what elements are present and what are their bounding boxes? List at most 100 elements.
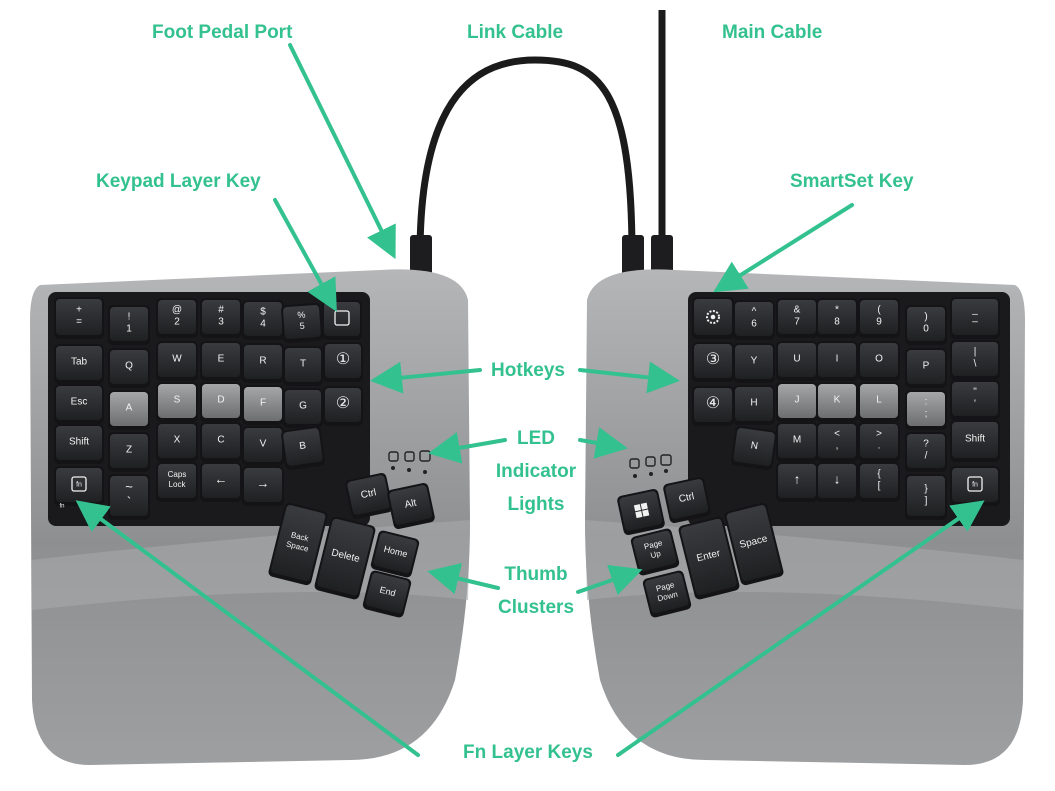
key-c-label: C: [217, 435, 224, 446]
key-shift-right[interactable]: Shift: [950, 420, 1000, 462]
key-ctrl-left[interactable]: Ctrl: [344, 472, 393, 520]
key-ctrl-right[interactable]: Ctrl: [662, 476, 711, 524]
hotkey-1[interactable]: ①: [323, 342, 363, 382]
key-3[interactable]: #3: [200, 298, 242, 338]
fn-layer-key-right[interactable]: [950, 466, 1000, 506]
key-j[interactable]: J: [776, 382, 818, 422]
thumb-arrow-left: [427, 562, 500, 595]
key-slash[interactable]: ?/: [905, 432, 947, 472]
key-plus-equals[interactable]: +=: [54, 297, 104, 339]
key-tab[interactable]: Tab: [54, 344, 104, 384]
key-v[interactable]: V: [242, 426, 284, 466]
key-b-label: B: [299, 440, 307, 452]
key-1[interactable]: !1: [108, 305, 150, 345]
key-3-label: 3: [218, 317, 224, 328]
fn-key-icon: fn: [71, 476, 87, 492]
key-comma-label: <: [834, 429, 840, 440]
key-o[interactable]: O: [858, 341, 900, 381]
key-2[interactable]: @2: [156, 298, 198, 338]
callout-smartset-key: SmartSet Key: [790, 171, 914, 192]
right-led-lights: [629, 454, 672, 478]
hotkey-3[interactable]: ③: [692, 342, 734, 382]
key-esc[interactable]: Esc: [54, 384, 104, 424]
key-minus[interactable]: _–: [950, 297, 1000, 339]
key-u[interactable]: U: [776, 341, 818, 381]
key-8[interactable]: *8: [816, 298, 858, 338]
key-home[interactable]: Home: [370, 530, 420, 579]
key-enter[interactable]: Enter: [677, 516, 740, 601]
key-z[interactable]: Z: [108, 432, 150, 472]
hotkey-2[interactable]: ②: [323, 386, 363, 426]
key-d[interactable]: D: [200, 382, 242, 422]
key-6[interactable]: ^6: [733, 300, 775, 340]
key-right-bracket[interactable]: }]: [905, 474, 947, 520]
hotkey-4[interactable]: ④: [692, 386, 734, 426]
key-backslash[interactable]: |\: [950, 340, 1000, 380]
key-w[interactable]: W: [156, 341, 198, 381]
key-bracket-label: {: [877, 469, 881, 480]
key-x[interactable]: X: [156, 422, 198, 462]
key-0[interactable]: )0: [905, 305, 947, 345]
key-semicolon[interactable]: :;: [905, 390, 947, 430]
key-t[interactable]: T: [283, 346, 323, 386]
key-caps-lock-label: Caps: [168, 470, 187, 479]
key-r[interactable]: R: [242, 343, 284, 383]
fn-layer-key-left[interactable]: [54, 466, 104, 506]
key-m[interactable]: M: [776, 422, 818, 462]
key-p-label: P: [923, 361, 930, 372]
key-left-arrow[interactable]: ←: [200, 462, 242, 502]
key-5[interactable]: %5: [281, 302, 324, 344]
key-quote[interactable]: "': [950, 380, 1000, 420]
key-2-label: 2: [174, 317, 180, 328]
key-l-label: L: [876, 395, 882, 406]
key-plus-equals-label: =: [76, 317, 82, 328]
key-space[interactable]: Space: [723, 502, 784, 586]
key-period[interactable]: >.: [858, 422, 900, 462]
key-right-bracket-label: ]: [925, 496, 928, 507]
key-q[interactable]: Q: [108, 348, 150, 388]
key-k[interactable]: K: [816, 382, 858, 422]
callout-main-cable: Main Cable: [722, 22, 823, 43]
key-c[interactable]: C: [200, 422, 242, 462]
key-l[interactable]: L: [858, 382, 900, 422]
keypad-icon: [334, 310, 350, 326]
key-b[interactable]: B: [280, 425, 325, 470]
key-0-label: ): [924, 312, 927, 323]
key-down-arrow[interactable]: ↓: [816, 462, 858, 502]
key-p[interactable]: P: [905, 348, 947, 388]
key-7[interactable]: &7: [776, 298, 818, 338]
lock-icon: [388, 451, 399, 462]
key-0-label: 0: [923, 324, 929, 335]
key-y[interactable]: Y: [733, 343, 775, 383]
key-r-label: R: [259, 356, 266, 367]
key-alt[interactable]: Alt: [386, 482, 435, 530]
key-n[interactable]: N: [730, 425, 777, 471]
key-g[interactable]: G: [283, 388, 323, 428]
key-f[interactable]: F: [242, 385, 284, 425]
hotkey-1-label: ①: [336, 351, 350, 368]
key-4-label: $: [260, 307, 266, 318]
key-bracket[interactable]: {[: [858, 462, 900, 502]
led-arrow-left: [428, 432, 507, 464]
key-up-arrow[interactable]: ↑: [776, 462, 818, 502]
key-h[interactable]: H: [733, 385, 775, 425]
key-4[interactable]: $4: [242, 300, 284, 340]
key-period-label: >: [876, 429, 882, 440]
key-9[interactable]: (9: [858, 298, 900, 338]
callout-hotkeys: Hotkeys: [491, 360, 565, 381]
key-right-arrow[interactable]: →: [242, 466, 284, 506]
key-end[interactable]: End: [362, 570, 412, 619]
key-s[interactable]: S: [156, 382, 198, 422]
key-delete[interactable]: Delete: [313, 516, 376, 601]
key-i[interactable]: I: [816, 341, 858, 381]
key-shift-left[interactable]: Shift: [54, 424, 104, 464]
keypad-layer-key[interactable]: [322, 300, 362, 340]
key-comma[interactable]: <,: [816, 422, 858, 462]
key-a[interactable]: A: [108, 390, 150, 430]
key-tilde[interactable]: ~`: [108, 474, 150, 520]
key-e[interactable]: E: [200, 341, 242, 381]
